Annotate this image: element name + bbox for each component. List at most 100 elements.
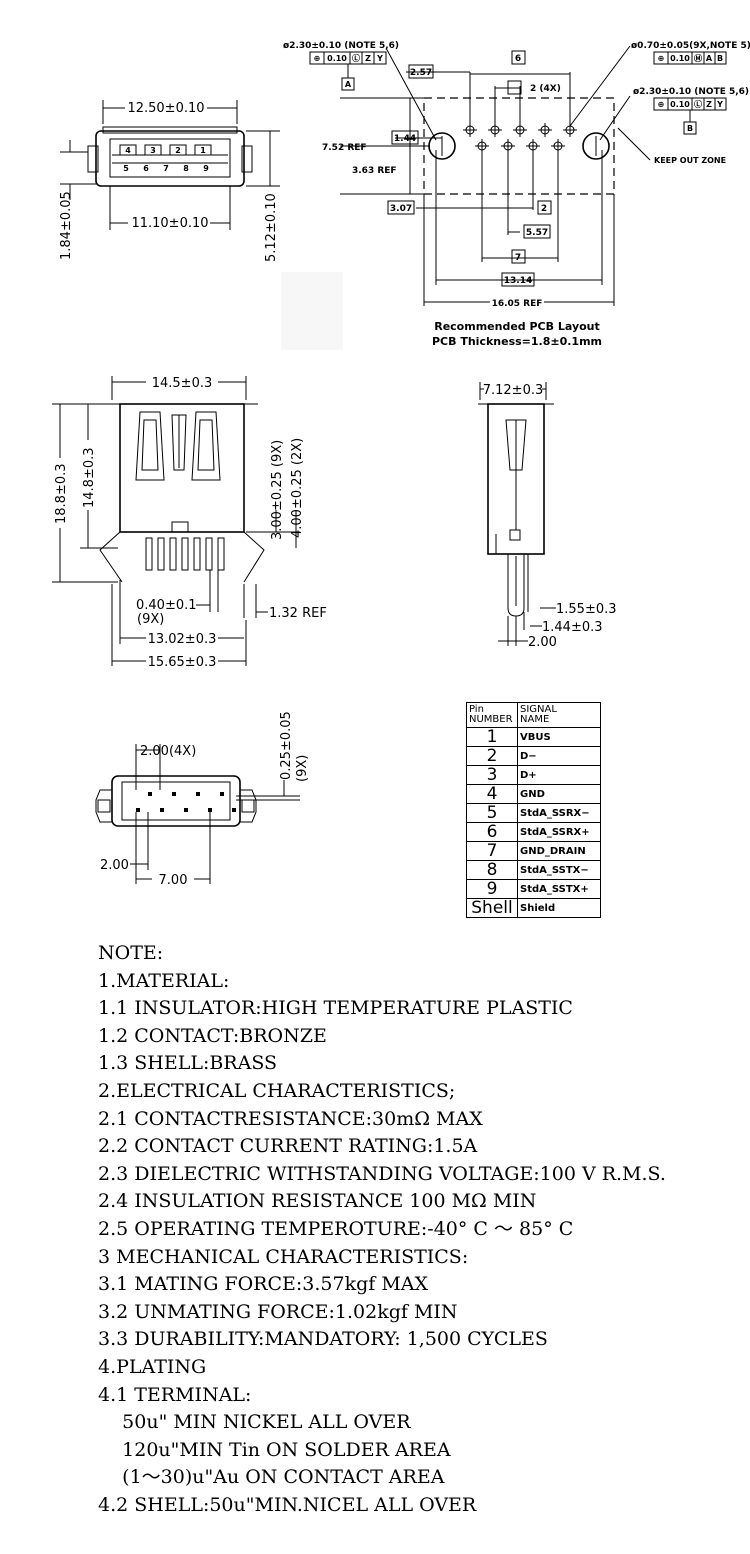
svg-text:0.10: 0.10 [670,100,690,109]
technical-drawing: 4 3 2 1 5 6 7 8 9 12.50±0.10 11.10±0.10 … [52,41,750,888]
side-dim-1-32: 1.32 REF [269,606,327,621]
svg-text:Ⓛ: Ⓛ [352,53,360,63]
front-view: 4 3 2 1 5 6 7 8 9 12.50±0.10 11.10±0.10 … [59,100,343,350]
front-pin-7: 7 [163,164,169,173]
note-line: 4.1 TERMINAL: [98,1383,252,1406]
bottom-dim-2-00: 2.00 [100,858,129,873]
pcb-layout: 2.57 6 2 (4X) 1.44 7.52 REF 3.63 REF 3.0… [283,41,750,348]
side-dim-4-00: 4.00±0.25 (2X) [290,438,305,538]
side-width-top: 14.5±0.3 [152,376,213,391]
svg-text:0.10: 0.10 [327,54,347,63]
pcb-dim-7: 7 [515,253,521,263]
side-height-body: 14.8±0.3 [82,447,97,508]
profile-dim-1-55: 1.55±0.3 [556,602,617,617]
pcb-dim-7-52: 7.52 REF [322,143,367,153]
front-height-right: 5.12±0.10 [264,193,279,262]
pcb-dim-1-44: 1.44 [394,134,416,144]
front-pin-8: 8 [183,164,189,173]
pcb-dim-6: 6 [515,54,521,64]
svg-text:⊕: ⊕ [314,54,321,63]
pcb-caption-thickness: PCB Thickness=1.8±0.1mm [432,335,602,348]
front-pin-1: 1 [200,146,206,155]
note-line: 2.1 CONTACTRESISTANCE:30mΩ MAX [98,1107,483,1130]
svg-text:0.10: 0.10 [670,54,690,63]
svg-text:Ⓜ: Ⓜ [694,53,702,63]
note-line: 1.1 INSULATOR:HIGH TEMPERATURE PLASTIC [98,997,573,1020]
note-line: 1.2 CONTACT:BRONZE [98,1024,327,1047]
note-line: 2.5 OPERATING TEMPEROTURE:-40° C ～ 85° C [98,1217,574,1240]
svg-text:Y: Y [376,54,383,63]
note-line: 2.4 INSULATION RESISTANCE 100 MΩ MIN [98,1190,537,1213]
pcb-feature-frame-right-top: ⊕ 0.10 Ⓜ A B [653,51,727,65]
note-line: (1～30)u"Au ON CONTACT AREA [98,1466,445,1489]
front-pin-4: 4 [125,146,131,155]
pcb-datum-a: A [345,80,352,89]
side-dim-15-65: 15.65±0.3 [148,655,217,670]
bottom-dim-9x: (9X) [295,755,310,782]
pcb-dim-5-57: 5.57 [526,228,548,238]
note-line: 2.ELECTRICAL CHARACTERISTICS; [98,1079,456,1102]
svg-text:Y: Y [716,100,723,109]
note-line: NOTE: [98,942,164,964]
pcb-note-left-hole: ø2.30±0.10 (NOTE 5,6) [283,41,399,51]
pcb-dim-2-57: 2.57 [410,68,432,78]
note-line: 3.3 DURABILITY:MANDATORY: 1,500 CYCLES [98,1328,548,1351]
front-width-top: 12.50±0.10 [127,101,204,116]
svg-text:B: B [717,54,723,63]
bottom-dim-7-00: 7.00 [159,873,188,888]
profile-dim-2-00: 2.00 [528,635,557,650]
profile-dim-1-44: 1.44±0.3 [542,620,603,635]
pcb-datum-b: B [687,124,693,133]
side-dim-13-02: 13.02±0.3 [148,632,217,647]
pcb-caption-title: Recommended PCB Layout [434,320,600,333]
front-pin-5: 5 [123,164,129,173]
front-height-left: 1.84±0.05 [59,191,74,260]
side-dim-3-00: 3.00±0.25 (9X) [270,440,285,540]
svg-text:⊕: ⊕ [658,100,665,109]
pcb-note-pin-holes: ø0.70±0.05(9X,NOTE 5) [631,41,750,51]
pcb-dim-3-63: 3.63 REF [352,166,397,176]
front-width-bottom: 11.10±0.10 [131,216,208,231]
pcb-dim-13-14: 13.14 [504,276,532,286]
side-dim-0-40: 0.40±0.1 [136,598,197,613]
svg-text:Ⓛ: Ⓛ [694,99,702,109]
front-pin-6: 6 [143,164,149,173]
bottom-view: 2.00(4X) 0.25±0.05 (9X) 2.00 7.00 [95,711,310,888]
svg-text:⊕: ⊕ [658,54,665,63]
pcb-dim-16-05: 16.05 REF [492,299,543,309]
front-pin-3: 3 [150,146,156,155]
note-line: 3.2 UNMATING FORCE:1.02kgf MIN [98,1300,458,1323]
note-line: 4.2 SHELL:50u"MIN.NICEL ALL OVER [98,1493,477,1516]
note-line: 120u"MIN Tin ON SOLDER AREA [98,1438,451,1461]
bottom-pitch: 2.00(4X) [140,744,196,759]
note-line: 1.MATERIAL: [98,969,230,992]
note-line: 3 MECHANICAL CHARACTERISTICS: [98,1245,469,1268]
notes-list: NOTE: 1.MATERIAL: 1.1 INSULATOR:HIGH TEM… [98,940,666,1519]
pcb-feature-frame-right: ⊕ 0.10 Ⓛ Z Y [653,97,727,111]
pcb-dim-2: 2 [541,204,547,214]
side-height-total: 18.8±0.3 [54,463,69,524]
pcb-dim-2-4x: 2 (4X) [530,84,561,94]
svg-text:Z: Z [365,54,371,63]
profile-width-top: 7.12±0.3 [483,383,544,398]
pcb-note-right-hole: ø2.30±0.10 (NOTE 5,6) [633,87,749,97]
pcb-feature-frame-left: ⊕ 0.10 Ⓛ Z Y [309,51,387,65]
svg-text:Z: Z [706,100,712,109]
pcb-keep-out-label: KEEP OUT ZONE [654,156,726,165]
bottom-dim-0-25: 0.25±0.05 [279,711,294,780]
pcb-dim-3-07: 3.07 [390,204,412,214]
front-pin-9: 9 [203,164,209,173]
profile-view: 7.12±0.3 1.55±0.3 1.44±0.3 2.00 [478,381,617,650]
